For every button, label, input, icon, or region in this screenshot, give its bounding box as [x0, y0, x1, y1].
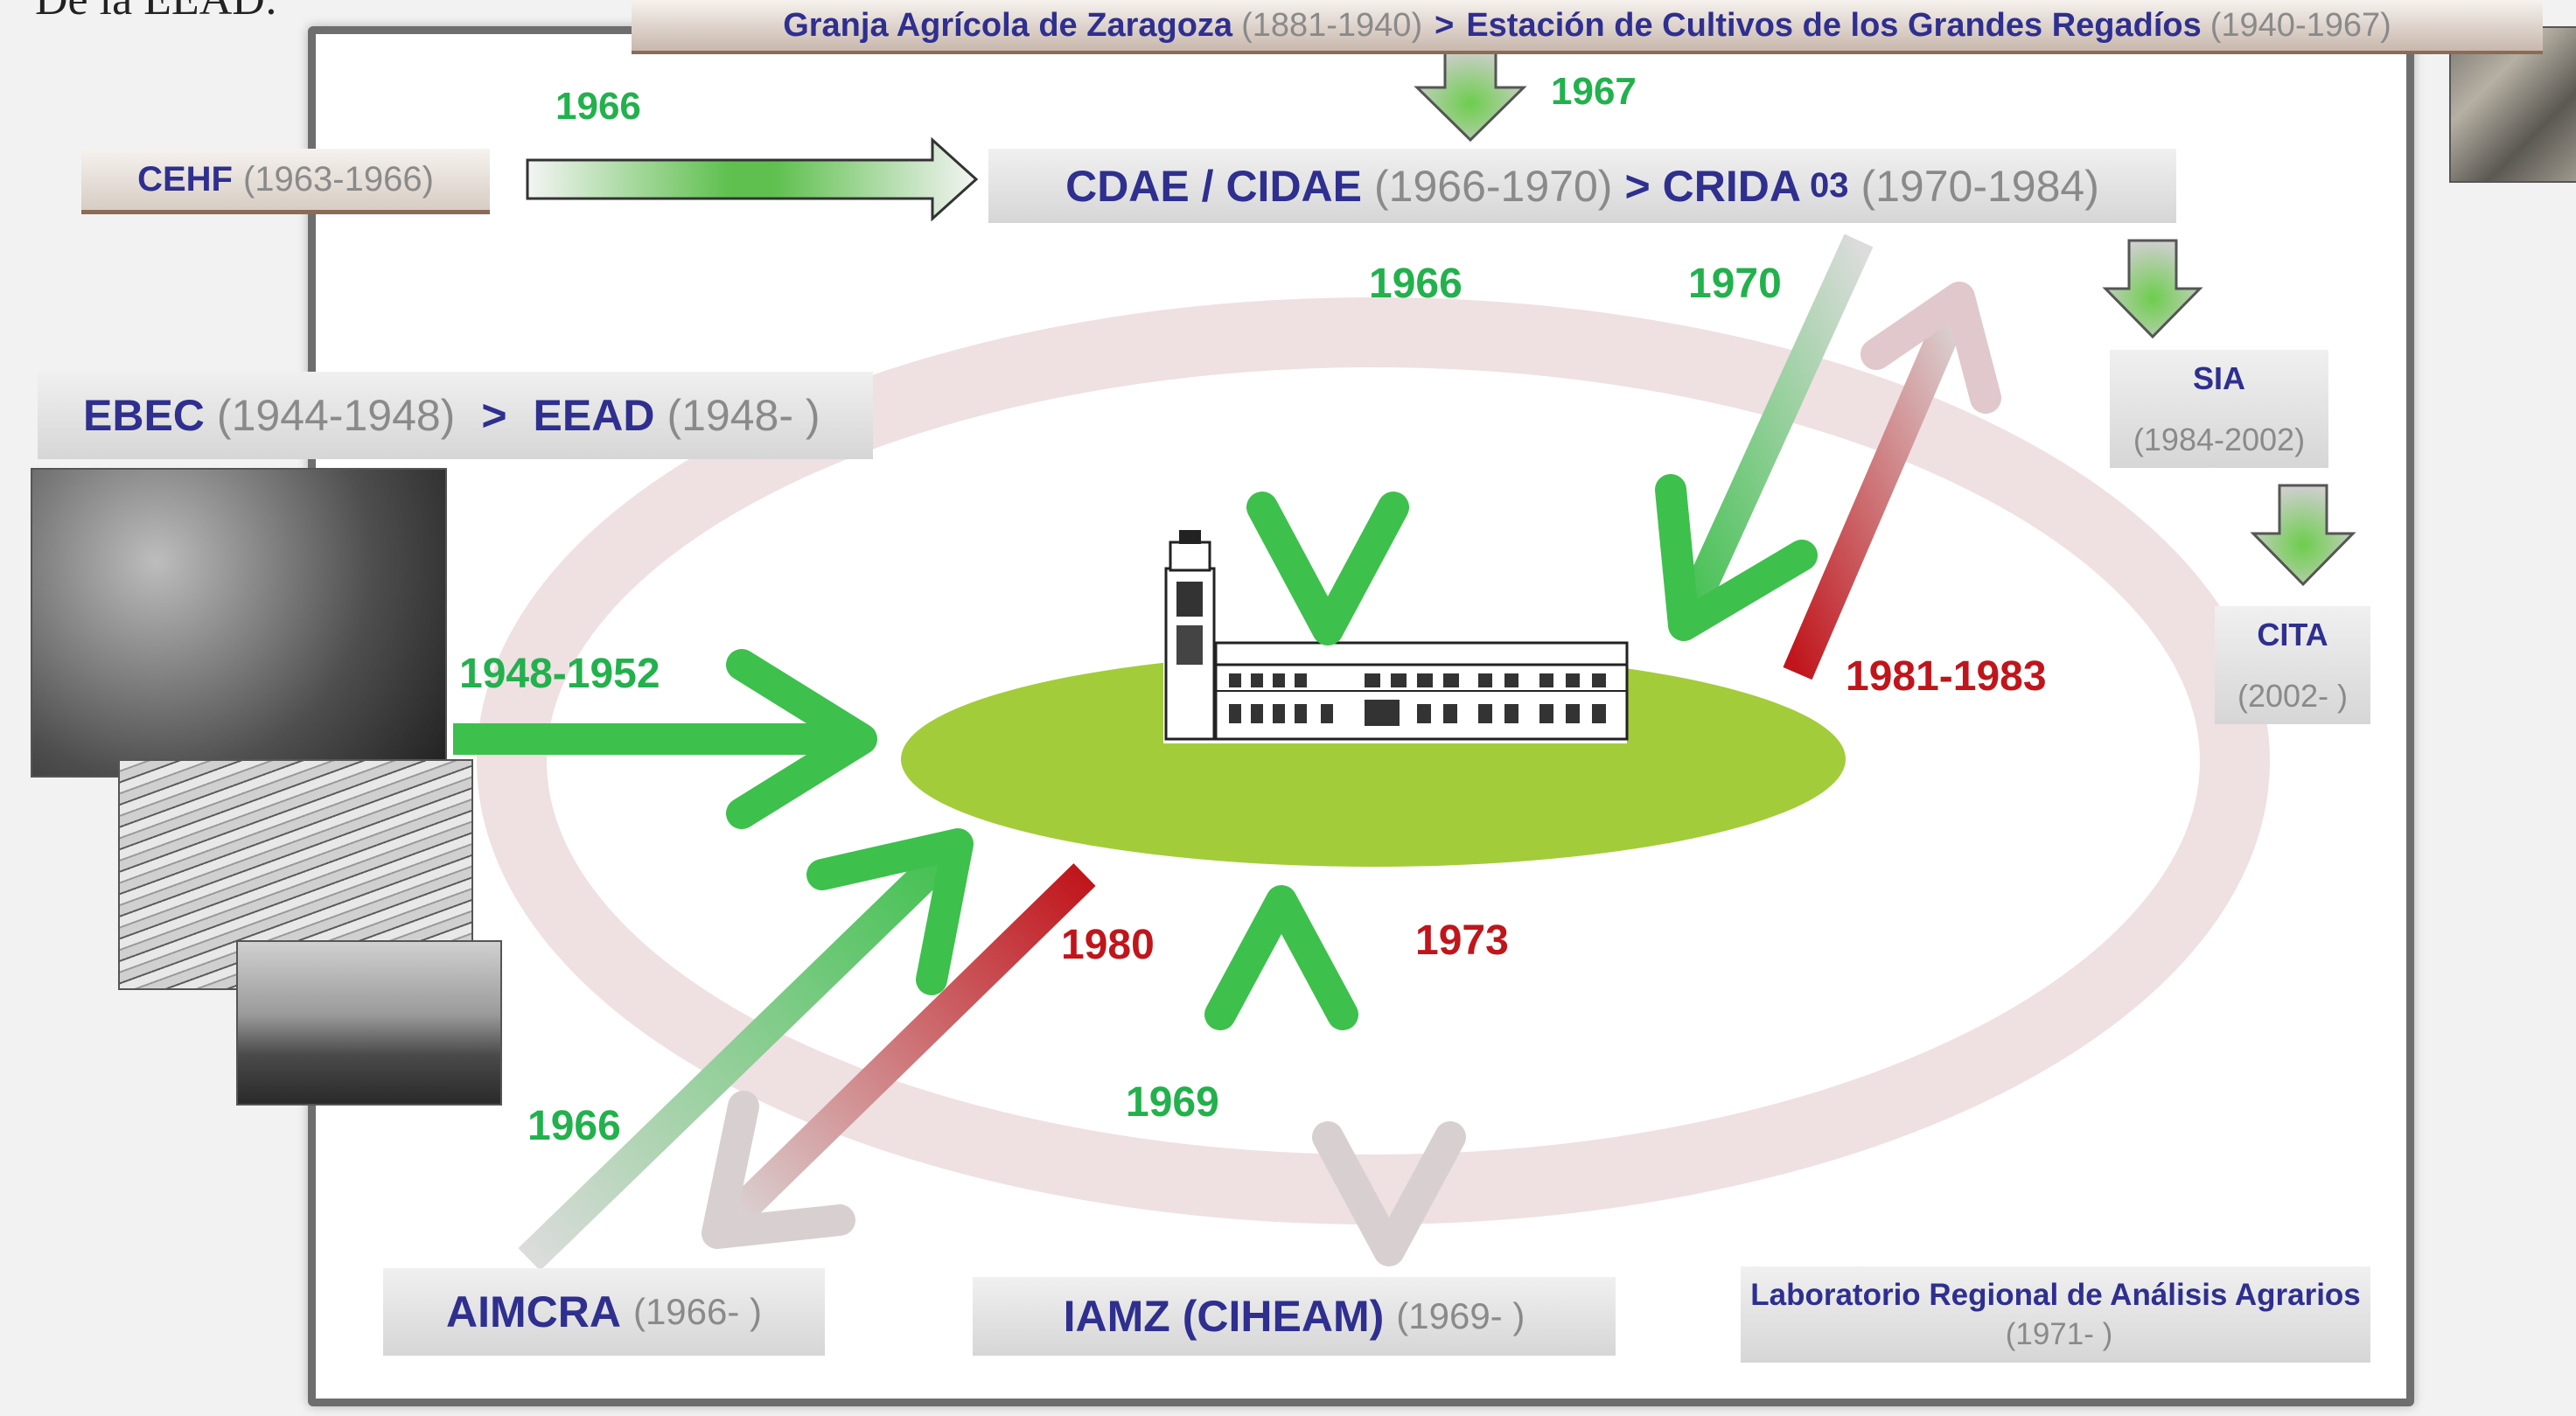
box-ebec-eead: EBEC (1944-1948) > EEAD (1948- ): [38, 372, 873, 459]
iamz-dates: (1969- ): [1396, 1295, 1525, 1336]
label-year-1966-aimcra: 1966: [527, 1103, 621, 1149]
sia-name: SIA: [2192, 359, 2245, 396]
box-laboratorio: Laboratorio Regional de Análisis Agrario…: [1741, 1266, 2370, 1363]
arrow-cdae-1966: [1246, 249, 1409, 645]
photo-eead-campus: [31, 468, 447, 778]
cehf-name: CEHF: [137, 159, 233, 199]
ebec-separator: >: [481, 391, 507, 440]
box-iamz: IAMZ (CIHEAM) (1969- ): [973, 1277, 1616, 1356]
arrow-cehf-to-cdae: [526, 136, 979, 222]
label-year-1973: 1973: [1415, 917, 1509, 964]
ebec-dates: (1944-1948): [216, 391, 456, 440]
eead-name: EEAD: [533, 391, 655, 440]
label-year-1969: 1969: [1126, 1079, 1219, 1126]
granja-dates: (1881-1940): [1241, 6, 1423, 44]
crida-dates: (1970-1984): [1860, 161, 2099, 211]
box-cehf: CEHF (1963-1966): [81, 149, 490, 214]
cdae-dates: (1966-1970): [1374, 161, 1613, 211]
arrow-sia-to-cita: [2250, 484, 2356, 587]
lab-name: Laboratorio Regional de Análisis Agrario…: [1750, 1277, 2361, 1312]
box-sia: SIA (1984-2002): [2110, 350, 2328, 468]
photo-eead-construction: [236, 940, 502, 1106]
box-cita: CITA (2002- ): [2215, 606, 2370, 724]
cita-name: CITA: [2257, 616, 2328, 652]
estacion-dates: (1940-1967): [2209, 6, 2391, 44]
eead-building-icon: [1163, 530, 1629, 743]
aimcra-dates: (1966- ): [632, 1291, 763, 1332]
label-year-1970: 1970: [1688, 261, 1782, 307]
cdae-name: CDAE / CIDAE: [1065, 161, 1363, 211]
crida-name: CRIDA: [1662, 161, 1801, 211]
label-year-1967: 1967: [1551, 70, 1637, 113]
granja-separator: >: [1435, 6, 1455, 44]
arrow-granja-to-cdae: [1414, 46, 1527, 143]
top-banner-granja: Granja Agrícola de Zaragoza (1881-1940) …: [632, 0, 2543, 54]
arrow-iamz-1969: [1204, 885, 1358, 1264]
label-year-1948-1952: 1948-1952: [459, 651, 660, 697]
cdae-separator: >: [1624, 161, 1651, 211]
arrow-aimcra-1966: [518, 828, 974, 1271]
eead-dates: (1948- ): [667, 391, 820, 440]
sia-dates: (1984-2002): [2133, 421, 2306, 457]
arrow-iamz-1973: [1312, 888, 1466, 1266]
box-aimcra: AIMCRA (1966- ): [383, 1268, 825, 1356]
crida-number: 03: [1809, 166, 1849, 205]
ebec-name: EBEC: [83, 391, 205, 440]
aimcra-name: AIMCRA: [445, 1287, 621, 1336]
arrow-ebec-1948-1952: [453, 649, 877, 829]
label-year-1981-1983: 1981-1983: [1846, 653, 2047, 700]
label-year-1966-cehf: 1966: [555, 85, 641, 128]
granja-name: Granja Agrícola de Zaragoza: [783, 6, 1233, 44]
label-year-1966-cdae: 1966: [1369, 261, 1463, 307]
arrow-aimcra-1980: [702, 863, 1096, 1249]
estacion-name: Estación de Cultivos de los Grandes Rega…: [1466, 6, 2202, 44]
label-year-1980: 1980: [1061, 922, 1155, 968]
arrow-crida-1970: [1655, 234, 1874, 641]
iamz-name: IAMZ (CIHEAM): [1063, 1292, 1385, 1341]
arrow-crida-1981-1983: [1783, 282, 2001, 680]
cita-dates: (2002- ): [2237, 677, 2349, 714]
lab-dates: (1971- ): [2005, 1317, 2113, 1351]
page-heading-partial: De la EEAD:: [35, 0, 277, 25]
arrow-crida-to-sia: [2102, 239, 2203, 339]
box-cdae-crida: CDAE / CIDAE (1966-1970) > CRIDA 03 (197…: [988, 149, 2176, 223]
cehf-dates: (1963-1966): [242, 159, 434, 199]
